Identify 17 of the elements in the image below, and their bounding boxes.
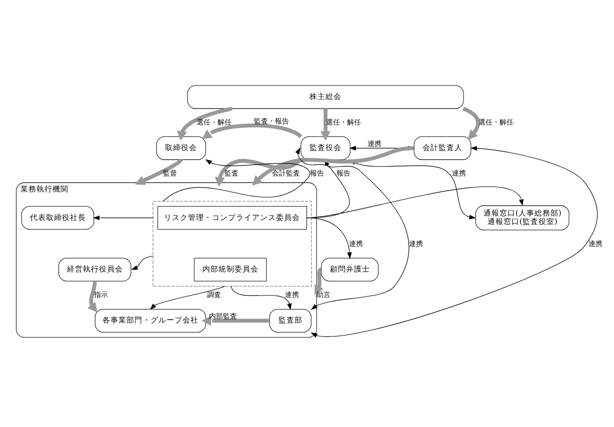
arrow (230, 285, 292, 310)
arrow (214, 158, 302, 186)
cluster (152, 200, 312, 286)
arrow (93, 215, 154, 220)
arrow (314, 267, 324, 294)
arrow (202, 123, 302, 139)
arrow (295, 146, 350, 218)
arrow (306, 217, 352, 258)
arrow (162, 158, 310, 201)
arrow (88, 281, 98, 312)
arrow (135, 158, 183, 185)
arrow (202, 315, 270, 326)
arrow (150, 285, 226, 310)
arrow (131, 255, 154, 270)
arrow (177, 106, 232, 140)
arrow (306, 186, 524, 218)
arrow (320, 108, 331, 140)
